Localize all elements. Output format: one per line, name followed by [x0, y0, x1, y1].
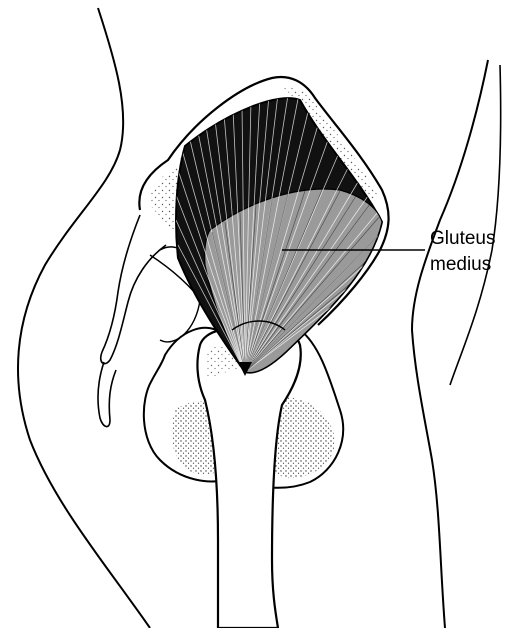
- pubic-ramus-lower: [98, 362, 116, 427]
- body-outline-left: [18, 8, 150, 628]
- label-gluteus: Gluteus: [430, 228, 495, 249]
- pubic-bone-outline: [101, 215, 166, 364]
- label-medius: medius: [430, 254, 491, 275]
- body-outline-right-inner: [412, 60, 488, 628]
